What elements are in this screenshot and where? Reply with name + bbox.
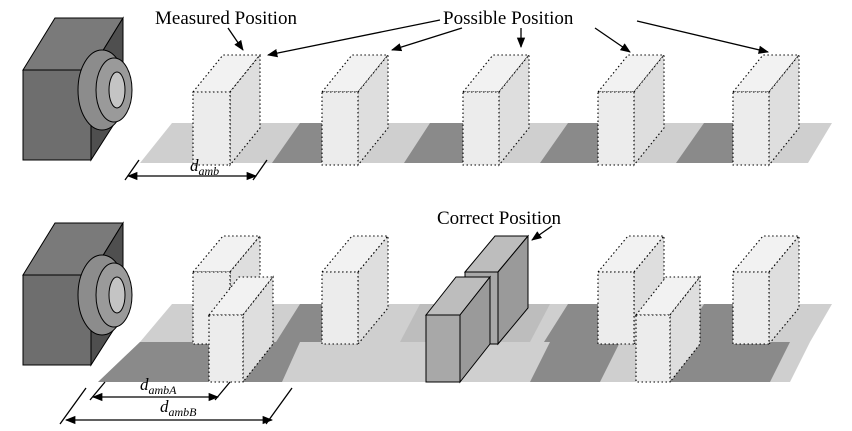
top-panel: Measured Position Possible Position damb <box>22 8 832 181</box>
box-bottom-front-1 <box>207 275 275 384</box>
dimension-d-amb <box>124 159 268 181</box>
box-possible-4 <box>731 53 801 167</box>
label-measured-position: Measured Position <box>155 8 297 29</box>
label-d-amb: damb <box>190 156 219 178</box>
box-bottom-back-2 <box>320 234 390 346</box>
box-possible-1 <box>320 53 390 167</box>
box-bottom-back-4 <box>731 234 801 346</box>
top-arrows <box>227 19 770 58</box>
camera-top <box>22 16 133 162</box>
box-bottom-front-2 <box>634 275 702 384</box>
label-d-amb-b: dambB <box>160 397 197 419</box>
lens-center <box>108 71 126 109</box>
box-possible-2 <box>461 53 531 167</box>
label-possible-position: Possible Position <box>443 8 574 29</box>
arrow-correct-position <box>531 225 553 241</box>
box-possible-3 <box>596 53 666 167</box>
dimension-d-amb-b <box>59 387 293 425</box>
label-correct-position: Correct Position <box>437 208 562 229</box>
box-correct-position <box>424 234 530 384</box>
dimension-d-amb-a <box>89 381 231 402</box>
box-measured <box>191 53 262 167</box>
camera-bottom <box>22 221 133 367</box>
bottom-panel: Correct Position dambA dambB <box>22 208 832 425</box>
label-d-amb-a: dambA <box>140 375 177 397</box>
box-bottom-back-3 <box>596 234 666 346</box>
